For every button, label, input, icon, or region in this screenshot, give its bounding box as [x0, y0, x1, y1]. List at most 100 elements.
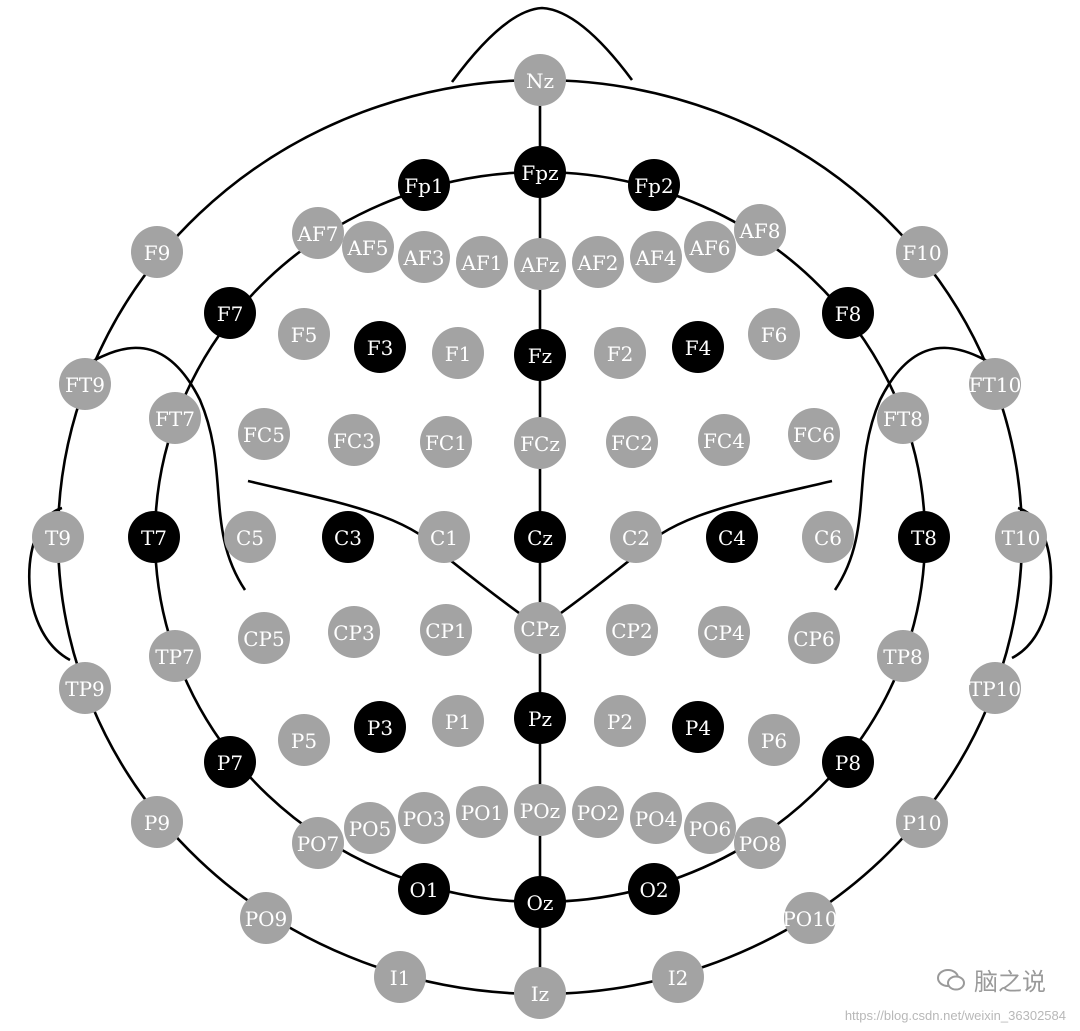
- electrode-ft7: FT7: [149, 392, 201, 444]
- electrode-f3: F3: [354, 321, 406, 373]
- electrode-marker: [514, 967, 566, 1019]
- electrode-fc3: FC3: [328, 414, 380, 466]
- electrode-o2: O2: [628, 863, 680, 915]
- electrode-marker: [969, 358, 1021, 410]
- electrode-label: TP7: [155, 645, 195, 669]
- electrode-marker: [374, 951, 426, 1003]
- electrode-t7: T7: [128, 511, 180, 563]
- electrode-label: PO1: [461, 801, 504, 825]
- electrode-marker: [238, 612, 290, 664]
- electrode-label: PO2: [577, 801, 620, 825]
- electrode-marker: [354, 701, 406, 753]
- electrode-marker: [652, 951, 704, 1003]
- electrode-label: Fz: [528, 344, 552, 368]
- electrode-label: Fp2: [634, 174, 673, 198]
- electrode-cp1: CP1: [420, 604, 472, 656]
- electrode-fpz: Fpz: [514, 146, 566, 198]
- electrode-marker: [322, 511, 374, 563]
- electrode-label: T8: [911, 526, 937, 550]
- electrode-marker: [514, 784, 566, 836]
- electrode-c2: C2: [610, 511, 662, 563]
- right-lateral-fissure: [833, 346, 1009, 591]
- electrode-c6: C6: [802, 511, 854, 563]
- electrode-label: FC1: [425, 431, 467, 455]
- wechat-icon: [937, 968, 965, 990]
- electrode-label: F8: [835, 302, 862, 326]
- electrode-label: CP5: [243, 627, 284, 651]
- electrode-cz: Cz: [514, 511, 566, 563]
- electrode-pz: Pz: [514, 692, 566, 744]
- electrode-label: AFz: [520, 253, 560, 277]
- electrode-marker: [131, 796, 183, 848]
- electrode-label: I1: [390, 966, 411, 990]
- electrode-f9: F9: [131, 226, 183, 278]
- electrode-label: C6: [814, 526, 842, 550]
- electrode-label: FT8: [883, 407, 923, 431]
- electrode-marker: [456, 786, 508, 838]
- electrode-marker: [418, 511, 470, 563]
- electrode-marker: [328, 606, 380, 658]
- electrode-marker: [240, 892, 292, 944]
- electrode-label: F9: [144, 241, 171, 265]
- electrode-label: O1: [409, 878, 438, 902]
- electrode-marker: [788, 408, 840, 460]
- electrode-marker: [292, 207, 344, 259]
- watermark-url: https://blog.csdn.net/weixin_36302584: [844, 1008, 1066, 1023]
- electrode-label: P3: [367, 716, 393, 740]
- electrode-marker: [594, 695, 646, 747]
- electrode-label: PO5: [349, 817, 392, 841]
- electrode-po1: PO1: [456, 786, 508, 838]
- electrode-label: F4: [685, 336, 712, 360]
- electrode-marker: [398, 231, 450, 283]
- electrode-fc2: FC2: [606, 416, 658, 468]
- electrode-marker: [514, 876, 566, 928]
- electrode-marker: [594, 327, 646, 379]
- electrode-marker: [224, 511, 276, 563]
- electrode-po4: PO4: [630, 792, 682, 844]
- electrode-tp10: TP10: [969, 662, 1021, 714]
- electrode-label: CPz: [520, 617, 559, 641]
- electrode-af5: AF5: [342, 221, 394, 273]
- electrode-label: Fp1: [404, 174, 443, 198]
- electrode-p6: P6: [748, 714, 800, 766]
- electrode-marker: [59, 662, 111, 714]
- electrode-label: CP1: [425, 619, 466, 643]
- electrode-af6: AF6: [684, 221, 736, 273]
- electrode-c3: C3: [322, 511, 374, 563]
- electrode-marker: [398, 159, 450, 211]
- electrode-label: P2: [607, 710, 633, 734]
- electrode-label: P6: [761, 729, 787, 753]
- electrode-p4: P4: [672, 701, 724, 753]
- electrode-label: P7: [217, 751, 243, 775]
- electrode-marker: [128, 511, 180, 563]
- electrode-marker: [822, 736, 874, 788]
- electrode-marker: [342, 221, 394, 273]
- electrode-f7: F7: [204, 287, 256, 339]
- electrode-t10: T10: [995, 511, 1047, 563]
- electrode-marker: [354, 321, 406, 373]
- electrode-marker: [628, 159, 680, 211]
- electrode-label: P10: [903, 811, 942, 835]
- electrode-label: CP6: [793, 627, 834, 651]
- electrode-label: PO6: [689, 817, 732, 841]
- electrode-afz: AFz: [514, 238, 566, 290]
- electrode-i2: I2: [652, 951, 704, 1003]
- electrode-label: AF7: [296, 222, 338, 246]
- electrode-label: AF2: [576, 251, 618, 275]
- electrode-marker: [610, 511, 662, 563]
- electrode-fp1: Fp1: [398, 159, 450, 211]
- electrode-af8: AF8: [734, 204, 786, 256]
- electrode-marker: [514, 417, 566, 469]
- electrode-label: TP10: [969, 677, 1021, 701]
- electrode-label: I2: [668, 966, 689, 990]
- electrode-po10: PO10: [782, 892, 838, 944]
- electrode-marker: [514, 511, 566, 563]
- electrode-label: FT10: [969, 373, 1022, 397]
- electrode-fc6: FC6: [788, 408, 840, 460]
- electrode-po7: PO7: [292, 817, 344, 869]
- electrode-label: FC2: [611, 431, 653, 455]
- electrode-label: FC4: [703, 429, 745, 453]
- electrode-marker: [706, 511, 758, 563]
